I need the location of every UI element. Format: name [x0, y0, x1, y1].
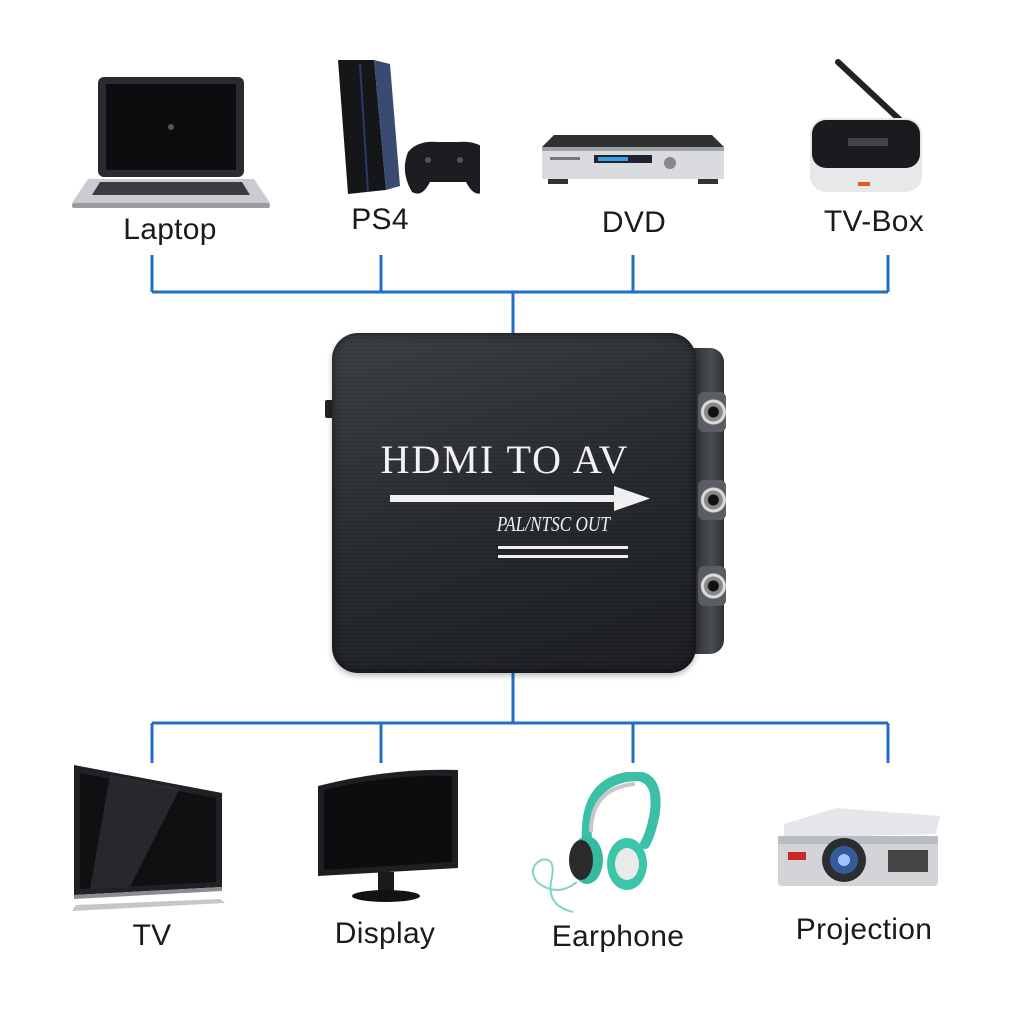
converter-subtitle: PAL/NTSC OUT — [496, 512, 610, 536]
output-display — [316, 768, 462, 908]
output-earphone — [527, 772, 667, 920]
source-label-tv-box: TV-Box — [823, 205, 925, 238]
converter-title: HDMI TO AV — [380, 437, 630, 482]
rca-jack-1 — [698, 392, 726, 432]
output-label-projection: Projection — [795, 913, 933, 946]
subtitle-underline-bottom — [498, 555, 628, 558]
headphones-icon — [531, 772, 661, 913]
output-label-display: Display — [334, 917, 436, 950]
output-label-tv: TV — [132, 919, 172, 952]
laptop-icon — [72, 77, 270, 208]
source-ps4 — [330, 60, 480, 200]
monitor-icon — [318, 769, 458, 902]
ps4-icon — [338, 60, 480, 194]
tv-box-icon — [810, 59, 922, 192]
output-projection — [776, 804, 942, 896]
tv-icon — [72, 765, 225, 911]
source-tv-box — [808, 58, 926, 196]
arrow-right-icon — [390, 486, 650, 511]
output-tv — [70, 765, 228, 915]
subtitle-underline-top — [498, 546, 628, 549]
source-label-ps4: PS4 — [351, 203, 409, 236]
projector-icon — [778, 808, 940, 886]
converter-side-button — [325, 400, 333, 418]
dvd-player-icon — [542, 135, 724, 184]
source-dvd — [540, 135, 726, 185]
source-label-laptop: Laptop — [123, 213, 217, 246]
source-laptop — [70, 75, 272, 210]
rca-jack-2 — [698, 480, 726, 520]
rca-jack-3 — [698, 566, 726, 606]
source-label-dvd: DVD — [601, 206, 667, 239]
output-label-earphone: Earphone — [551, 920, 685, 953]
